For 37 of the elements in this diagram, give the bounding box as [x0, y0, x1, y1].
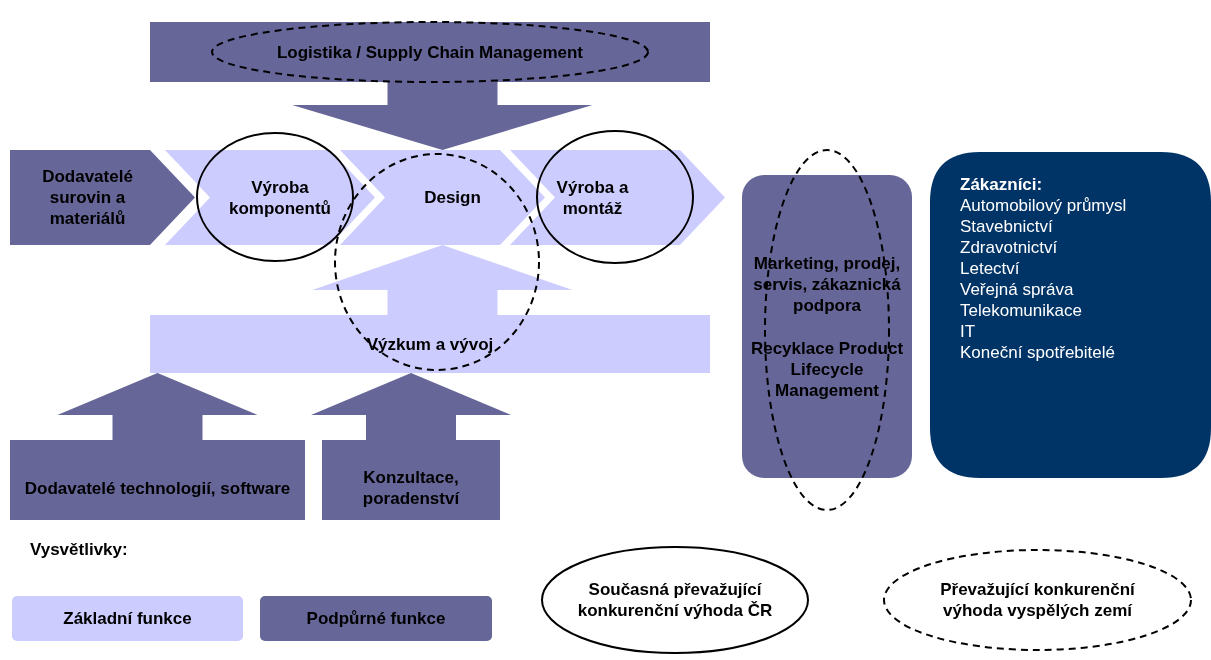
legend-heading: Vysvětlivky: — [30, 540, 128, 560]
list-item: Telekomunikace — [960, 300, 1082, 321]
list-item: Automobilový průmysl — [960, 195, 1127, 216]
node-text: Konzultace, poradenství — [361, 467, 461, 509]
rounded-box — [930, 152, 1211, 478]
node-text: Výroba a montáž — [555, 176, 630, 219]
list-item: Koneční spotřebitelé — [960, 342, 1115, 363]
band-box — [150, 315, 710, 373]
node-text: Marketing, prodej, servis, zákaznická podpora — [752, 252, 902, 316]
block-arrow — [292, 82, 593, 150]
legend-text: Základní funkce — [63, 608, 192, 629]
legend-text: Podpůrné funkce — [306, 608, 446, 629]
legend-text: Současná převažující konkurenční výhoda ČR — [576, 579, 774, 621]
list-item: Stavebnictví — [960, 216, 1053, 237]
chevron-box — [340, 150, 545, 245]
chevron-box — [10, 150, 195, 245]
node-text: Dodavatelé surovin a materiálů — [41, 166, 134, 229]
chevron-box — [165, 150, 375, 245]
block-arrow — [57, 373, 258, 440]
list-item: Veřejná správa — [960, 279, 1074, 300]
node-text: Výzkum a vývoj — [366, 333, 494, 355]
band-box — [10, 440, 305, 520]
node-text: Dodavatelé technologií, software — [24, 477, 291, 499]
band-box — [322, 440, 500, 520]
node-text: Design — [424, 187, 481, 208]
list-item: Zdravotnictví — [960, 237, 1058, 258]
list-item: Letectví — [960, 258, 1020, 279]
band-box — [150, 22, 710, 82]
block-arrow — [311, 373, 511, 440]
node-text: Recyklace Product Lifecycle Management — [750, 337, 904, 401]
rounded-box — [742, 175, 912, 478]
chevron-box — [510, 150, 725, 245]
node-text: Výroba komponentů — [228, 176, 332, 219]
list-heading: Zákazníci: — [960, 174, 1043, 195]
list-item: IT — [960, 321, 976, 342]
node-text: Logistika / Supply Chain Management — [276, 41, 583, 63]
legend-text: Převažující konkurenční výhoda vyspělých zemí — [939, 579, 1136, 621]
